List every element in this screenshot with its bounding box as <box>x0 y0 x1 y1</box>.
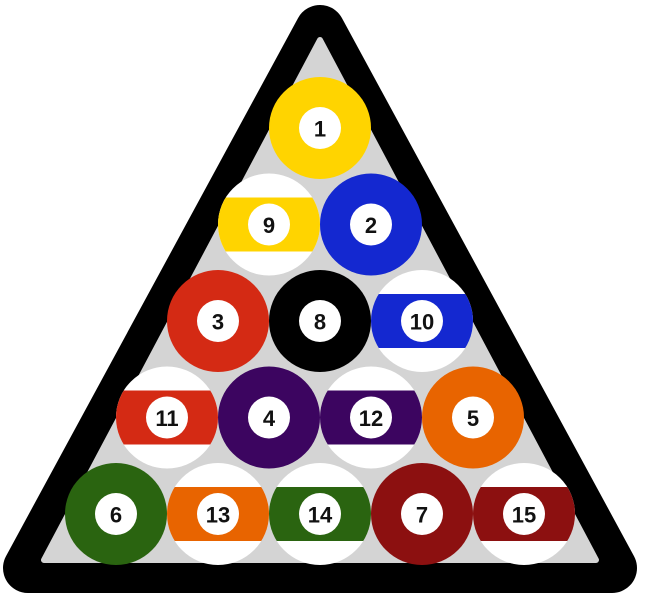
ball-number: 3 <box>212 310 224 335</box>
number-spot <box>299 493 341 535</box>
ball-15: 15 <box>473 463 575 565</box>
ball-2: 2 <box>320 173 422 276</box>
ball-9: 9 <box>218 173 320 276</box>
ball-number: 13 <box>206 503 230 528</box>
ball-3: 3 <box>167 270 269 372</box>
ball-1: 1 <box>269 77 371 179</box>
number-spot <box>350 203 392 246</box>
number-spot <box>248 396 290 439</box>
number-spot <box>197 300 239 342</box>
ball-number: 2 <box>365 213 377 238</box>
ball-number: 9 <box>263 213 275 238</box>
ball-6: 6 <box>65 463 167 565</box>
number-spot <box>503 493 545 535</box>
ball-number: 15 <box>512 503 536 528</box>
ball-number: 11 <box>155 406 178 431</box>
ball-number: 14 <box>308 503 333 528</box>
number-spot <box>350 396 392 439</box>
number-spot <box>401 493 443 535</box>
ball-number: 4 <box>263 406 276 431</box>
ball-8: 8 <box>269 270 371 372</box>
number-spot <box>299 300 341 342</box>
ball-number: 1 <box>314 117 326 142</box>
ball-11: 11 <box>116 366 218 469</box>
ball-4: 4 <box>218 366 320 469</box>
number-spot <box>95 493 137 535</box>
ball-14: 14 <box>269 463 371 565</box>
balls-layer: 1 9 2 3 8 10 11 4 12 5 6 13 14 7 15 <box>65 77 575 565</box>
ball-number: 10 <box>410 310 434 335</box>
ball-number: 6 <box>110 503 122 528</box>
ball-number: 5 <box>467 406 479 431</box>
ball-number: 7 <box>416 503 428 528</box>
ball-10: 10 <box>371 270 473 372</box>
ball-number: 12 <box>359 406 383 431</box>
number-spot <box>197 493 239 535</box>
number-spot <box>401 300 443 342</box>
ball-number: 8 <box>314 310 326 335</box>
ball-13: 13 <box>167 463 269 565</box>
number-spot <box>248 203 290 246</box>
ball-7: 7 <box>371 463 473 565</box>
ball-12: 12 <box>320 366 422 469</box>
number-spot <box>299 107 341 149</box>
ball-5: 5 <box>422 366 524 469</box>
number-spot <box>146 396 188 439</box>
number-spot <box>452 396 494 439</box>
